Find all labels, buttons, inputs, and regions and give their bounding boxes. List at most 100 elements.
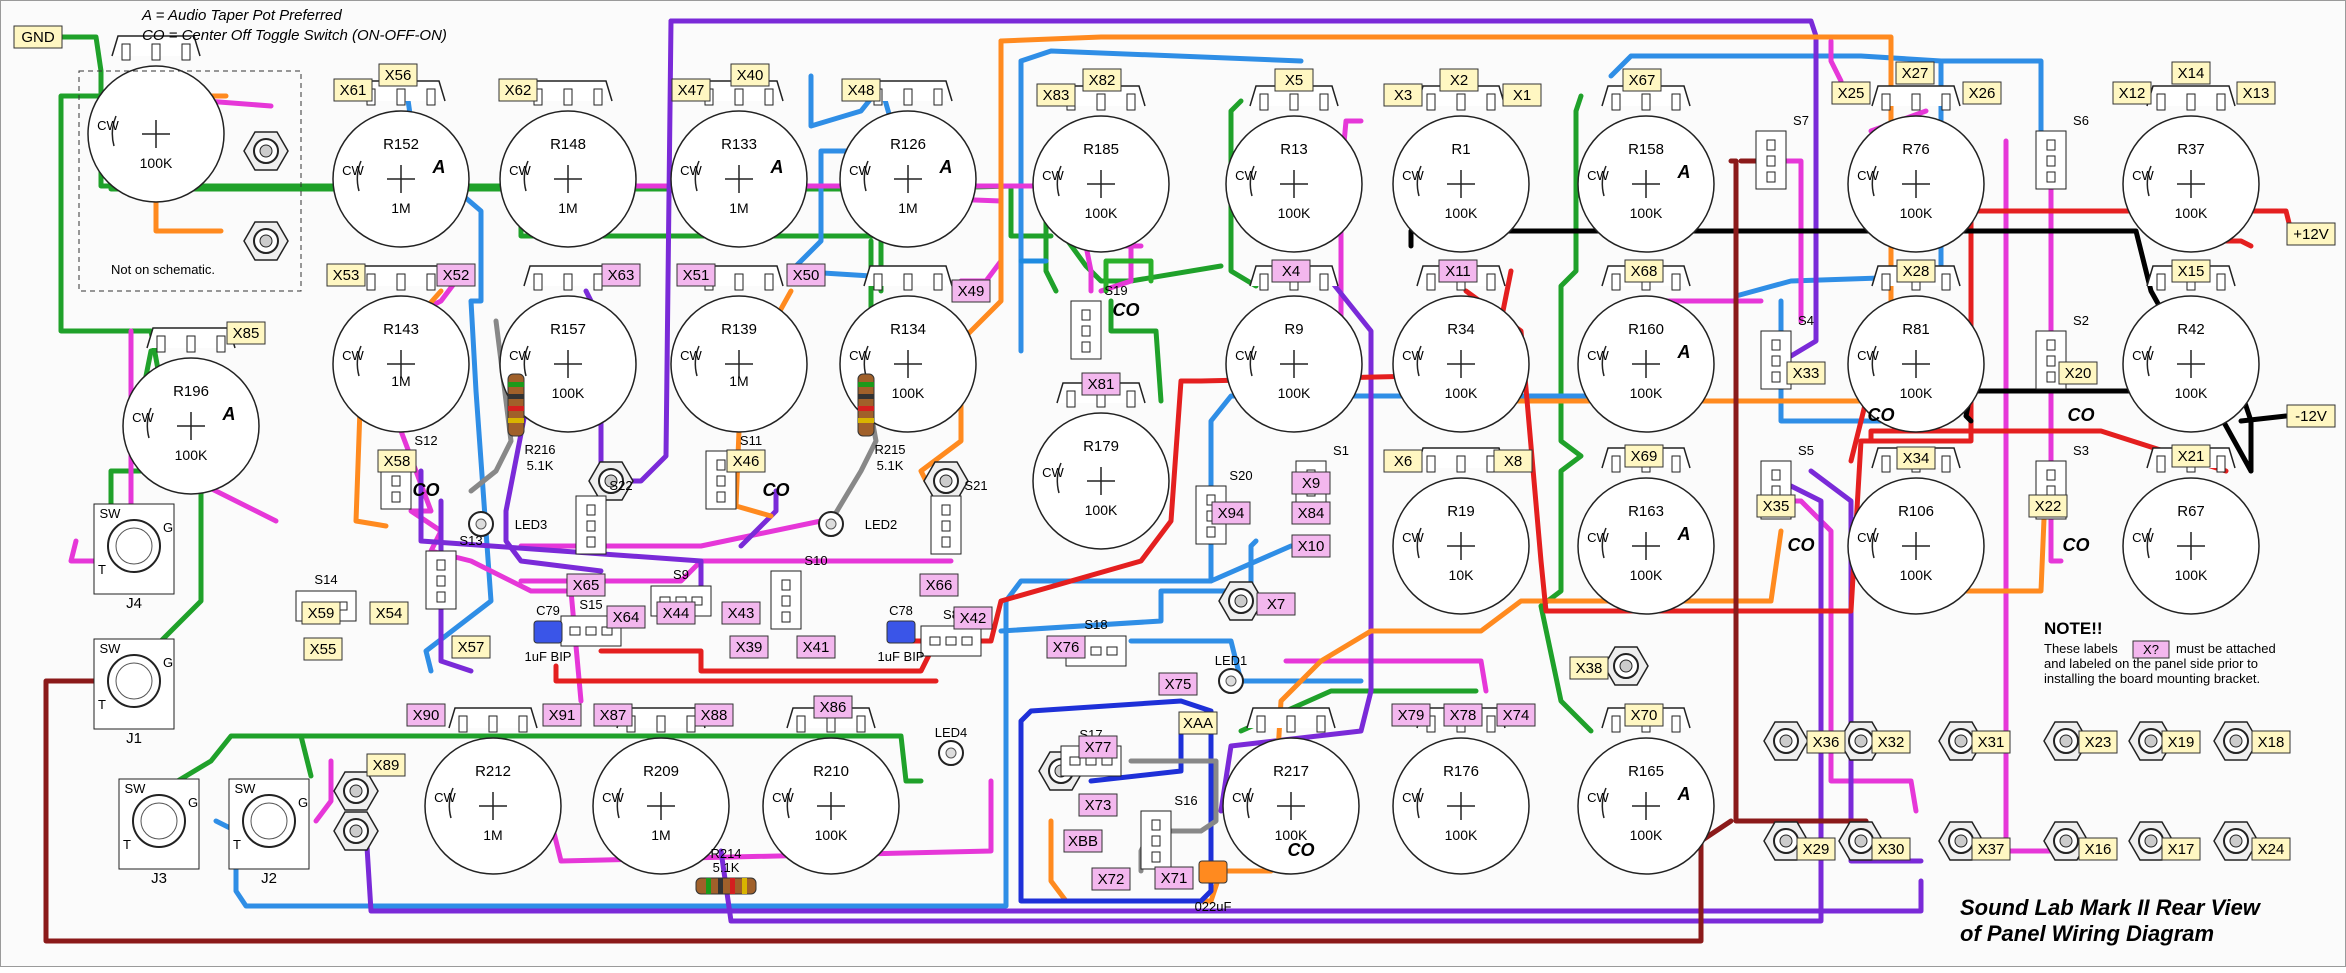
pot-cw-label: CW xyxy=(132,410,154,425)
pot-shaft-mark xyxy=(1280,170,1308,198)
xlabel-box xyxy=(1211,501,1251,525)
led-label: LED3 xyxy=(515,517,548,532)
switch-lug xyxy=(1766,171,1776,183)
xlabel-X11: X11 xyxy=(1438,259,1478,283)
jack-pin-t: T xyxy=(98,562,106,577)
cw-arrow-icon xyxy=(1056,165,1062,197)
pot-value: 100K xyxy=(1085,205,1118,221)
xlabel-box xyxy=(2236,81,2276,105)
pot-cw-label: CW xyxy=(772,790,794,805)
pot-name: R9 xyxy=(1284,321,1303,338)
xlabel-X58: X58 xyxy=(377,449,417,473)
xlabel-X89: X89 xyxy=(366,753,406,777)
xlabel-box xyxy=(2251,730,2291,754)
pot-terminal xyxy=(533,273,543,291)
pot-cw-label: CW xyxy=(680,163,702,178)
xlabel-box xyxy=(919,573,959,597)
pot-value: 100K xyxy=(1900,385,1933,401)
xlabel-box xyxy=(1624,259,1664,283)
pot-terminal xyxy=(1126,390,1136,408)
xlabel-X86: X86 xyxy=(813,695,853,719)
jack-pin-t: T xyxy=(98,697,106,712)
xlabel-box xyxy=(1786,361,1826,385)
xlabel-X64: X64 xyxy=(606,605,646,629)
xlabel-XBB: XBB xyxy=(1063,829,1103,853)
switch-lug xyxy=(2046,171,2056,183)
resistor-name: R215 xyxy=(874,442,905,457)
xlabel-text: X12 xyxy=(2119,85,2146,102)
switch-lug xyxy=(929,636,941,646)
gnd-label: GND xyxy=(13,25,63,49)
pot-terminal xyxy=(2216,273,2226,291)
xlabel-box xyxy=(1063,829,1103,853)
xlabel-box xyxy=(1971,837,2011,861)
xlabel-box xyxy=(1896,446,1936,470)
co-mark: CO xyxy=(1288,840,1315,860)
xlabel-text: X32 xyxy=(1878,734,1905,751)
pot-name: R158 xyxy=(1628,141,1664,158)
wire-52 xyxy=(738,488,779,549)
switch-lug xyxy=(941,536,951,548)
switch-lug xyxy=(569,626,581,636)
pot-cw-label: CW xyxy=(1042,168,1064,183)
xlabel-text: X2 xyxy=(1450,72,1468,89)
xlabel-box xyxy=(2078,837,2118,861)
capacitor-body xyxy=(533,620,563,644)
xlabel-X94: X94 xyxy=(1211,501,1251,525)
xlabel-X78: X78 xyxy=(1443,703,1483,727)
switch-lug xyxy=(1771,355,1781,367)
xlabel-text: X84 xyxy=(1298,505,1325,522)
led-LED2: LED2 xyxy=(818,511,897,537)
pot-cw-label: CW xyxy=(1587,348,1609,363)
xlabel-X20: X20 xyxy=(2058,361,2098,385)
panel-jack-19 xyxy=(2043,821,2089,861)
co-mark: CO xyxy=(413,480,440,500)
capacitor-body xyxy=(886,620,916,644)
cw-arrow-icon xyxy=(523,160,529,192)
pot-shaft-mark xyxy=(2177,170,2205,198)
pot-terminal xyxy=(1319,93,1329,111)
xlabel-text: X64 xyxy=(613,609,640,626)
pot-terminal xyxy=(1066,390,1076,408)
pot-terminal xyxy=(1486,715,1496,733)
pot-name: R139 xyxy=(721,321,757,338)
cw-arrow-icon xyxy=(2146,165,2152,197)
xlabel-X17: X17 xyxy=(2161,837,2201,861)
switch-S6: S6 xyxy=(2035,113,2089,190)
pot-name: R134 xyxy=(890,321,926,338)
xlabel-text: X58 xyxy=(384,453,411,470)
wire-12 xyxy=(1108,298,1164,404)
pot-value: 100K xyxy=(1900,205,1933,221)
pot-name: R210 xyxy=(813,763,849,780)
xlabel-box xyxy=(721,601,761,625)
led-lens xyxy=(475,518,487,530)
xlabel-X68: X68 xyxy=(1624,259,1664,283)
xlabel-box xyxy=(301,601,341,625)
switch-S7: S7 xyxy=(1755,113,1809,190)
xlabel-box xyxy=(1154,866,1194,890)
pot-terminal xyxy=(933,273,943,291)
pot-name: R143 xyxy=(383,321,419,338)
pot-terminal xyxy=(1126,93,1136,111)
switch-lug xyxy=(391,491,401,503)
pot-value: 100K xyxy=(175,447,208,463)
xlabel-box xyxy=(786,263,826,287)
wire-5 xyxy=(158,733,314,794)
pot-shaft-mark xyxy=(725,165,753,193)
xlabel-text: X50 xyxy=(793,267,820,284)
switch-label: S9 xyxy=(673,567,689,582)
xlabel-text: X39 xyxy=(736,639,763,656)
xlabel-box xyxy=(1078,735,1118,759)
xlabel-box xyxy=(1438,259,1478,283)
xlabel-text: X86 xyxy=(820,699,847,716)
cw-arrow-icon xyxy=(356,345,362,377)
xlabel-box xyxy=(726,449,766,473)
led-lens xyxy=(825,518,837,530)
panel-jack-2 xyxy=(243,221,289,261)
